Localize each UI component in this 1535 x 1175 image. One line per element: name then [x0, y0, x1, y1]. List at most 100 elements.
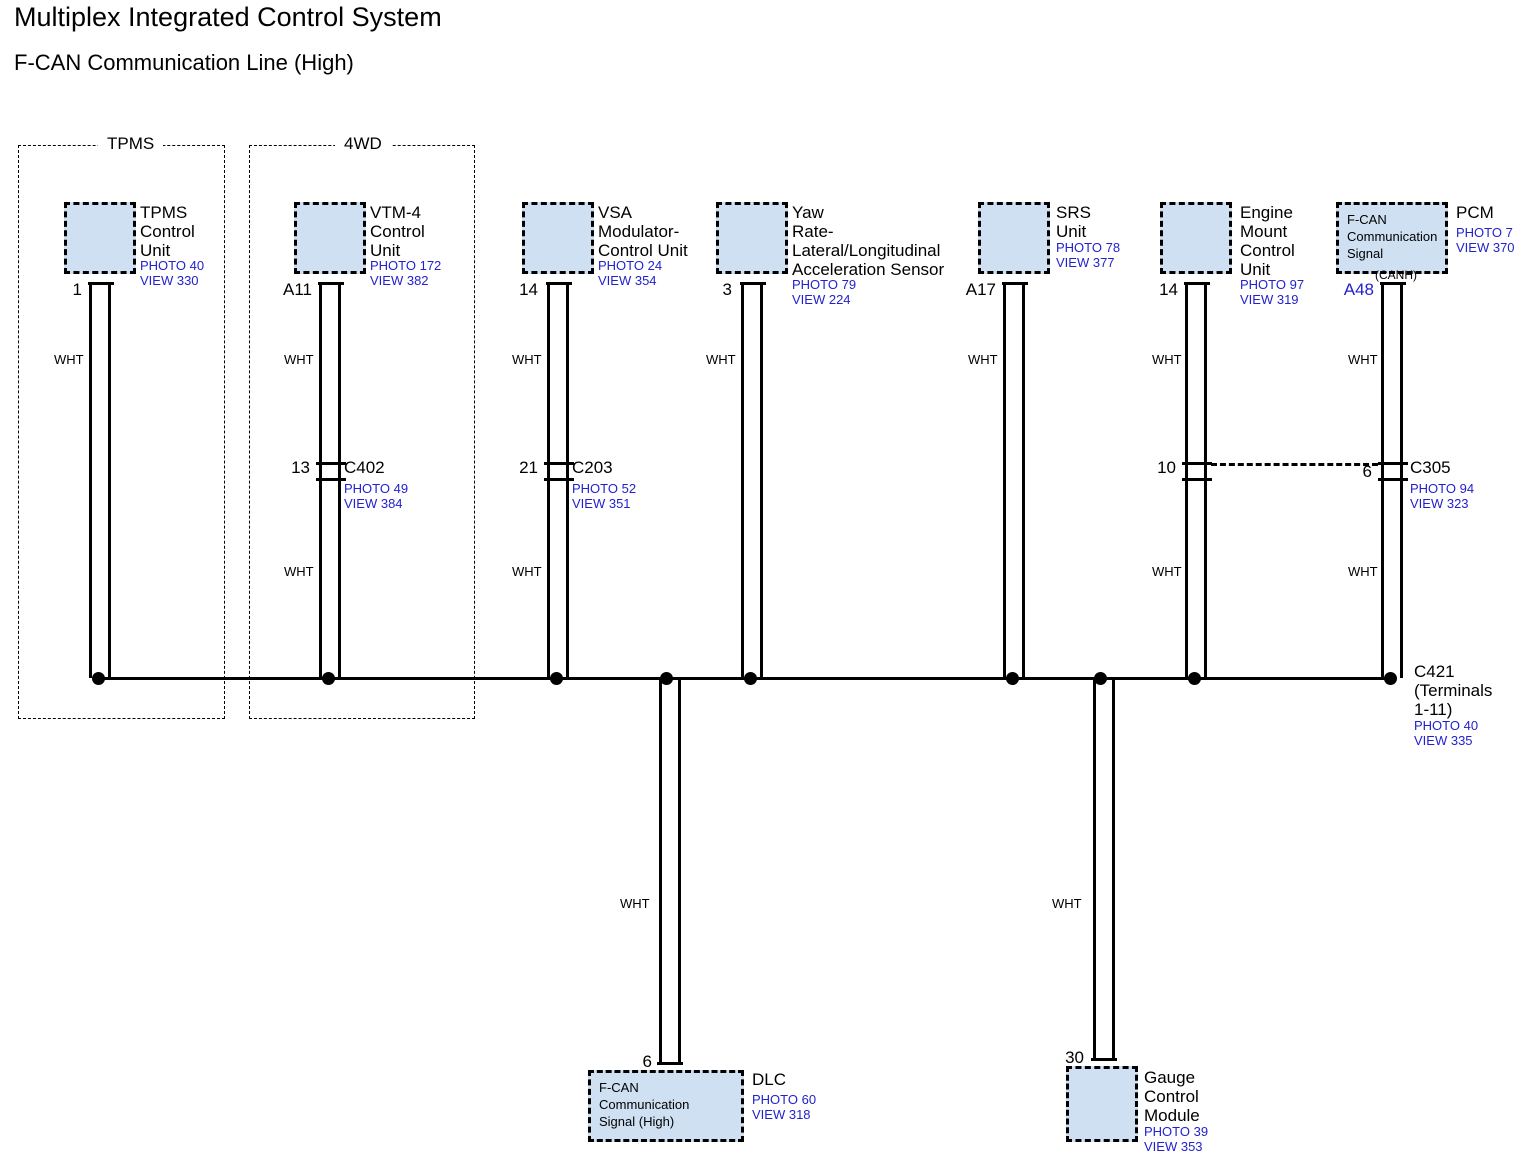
- unit-box-tpms-control-unit[interactable]: [64, 202, 136, 274]
- unit-label-line: TPMS: [140, 203, 188, 222]
- unit-box-gauge-control-module[interactable]: [1066, 1066, 1138, 1142]
- bus-name: C421: [1414, 662, 1455, 681]
- view-ref: VIEW 384: [344, 496, 403, 511]
- reference-connector-c305[interactable]: PHOTO 94 VIEW 323: [1410, 481, 1474, 511]
- wire-color-vtm4-lower: WHT: [284, 564, 314, 579]
- connector-c203-cap-bottom: [544, 478, 574, 481]
- pcm-canh-label: (CANH): [1375, 268, 1417, 282]
- unit-label-line: Unit: [1240, 260, 1271, 279]
- unit-label-yaw-rate-sensor: Yaw Rate- Lateral/Longitudinal Accelerat…: [792, 203, 944, 279]
- photo-ref: PHOTO 78: [1056, 240, 1121, 255]
- photo-ref: PHOTO 97: [1240, 277, 1305, 292]
- wire-tpms-left: [89, 282, 92, 678]
- unit-label-line: Unit: [370, 241, 401, 260]
- wire-cap-gauge: [1091, 1058, 1117, 1061]
- unit-label-gauge-control-module: Gauge Control Module: [1144, 1068, 1200, 1125]
- wire-gauge-left: [1093, 677, 1096, 1060]
- terminal-srs: A17: [965, 280, 996, 299]
- unit-box-dlc[interactable]: F-CAN Communication Signal (High): [588, 1070, 744, 1142]
- bus-junction-dot-pcm: [1384, 672, 1397, 685]
- unit-box-engine-mount-control-unit[interactable]: [1160, 202, 1232, 274]
- unit-box-vsa-modulator-control-unit[interactable]: [522, 202, 594, 274]
- reference-vtm4-control-unit[interactable]: PHOTO 172 VIEW 382: [370, 258, 441, 288]
- reference-engine-mount-control-unit[interactable]: PHOTO 97 VIEW 319: [1240, 277, 1304, 307]
- unit-label-line: SRS: [1056, 203, 1091, 222]
- unit-label-line: Control: [1144, 1087, 1199, 1106]
- view-ref: VIEW 354: [598, 273, 657, 288]
- photo-ref: PHOTO 7: [1456, 225, 1513, 240]
- page-title: Multiplex Integrated Control System: [14, 2, 442, 32]
- photo-ref: PHOTO 40: [1414, 718, 1479, 733]
- unit-label-line: Control: [1240, 241, 1295, 260]
- view-ref: VIEW 353: [1144, 1139, 1203, 1154]
- unit-label-line: Rate-: [792, 222, 834, 241]
- reference-yaw-rate-sensor[interactable]: PHOTO 79 VIEW 224: [792, 277, 856, 307]
- bus-junction-dot-dlc: [660, 672, 673, 685]
- unit-label-engine-mount-control-unit: Engine Mount Control Unit: [1240, 203, 1295, 279]
- reference-dlc[interactable]: PHOTO 60 VIEW 318: [752, 1092, 816, 1122]
- reference-connector-c402[interactable]: PHOTO 49 VIEW 384: [344, 481, 408, 511]
- reference-pcm[interactable]: PHOTO 7 VIEW 370: [1456, 225, 1515, 255]
- bus-junction-dot-vtm4: [322, 672, 335, 685]
- photo-ref: PHOTO 94: [1410, 481, 1475, 496]
- bus-junction-dot-srs: [1006, 672, 1019, 685]
- bus-junction-dot-vsa: [550, 672, 563, 685]
- unit-label-line: Control: [140, 222, 195, 241]
- unit-label-pcm: PCM: [1456, 203, 1494, 222]
- photo-ref: PHOTO 60: [752, 1092, 817, 1107]
- reference-vsa-modulator-control-unit[interactable]: PHOTO 24 VIEW 354: [598, 258, 662, 288]
- terminal-vtm4: A11: [283, 280, 312, 299]
- connector-c305-name: C305: [1410, 458, 1451, 477]
- reference-bus-c421[interactable]: PHOTO 40 VIEW 335: [1414, 718, 1478, 748]
- reference-gauge-control-module[interactable]: PHOTO 39 VIEW 353: [1144, 1124, 1208, 1154]
- unit-label-line: Control Unit: [598, 241, 688, 260]
- dlc-inner-line: Communication: [599, 1097, 690, 1112]
- wire-yaw-left: [741, 282, 744, 678]
- connector-c305-cap-bottom: [1378, 478, 1408, 481]
- unit-label-line: PCM: [1456, 203, 1494, 222]
- view-ref: VIEW 323: [1410, 496, 1469, 511]
- reference-tpms-control-unit[interactable]: PHOTO 40 VIEW 330: [140, 258, 204, 288]
- view-ref: VIEW 319: [1240, 292, 1299, 307]
- wire-cap-pcm: [1380, 282, 1406, 285]
- terminal-gauge: 30: [1065, 1048, 1084, 1067]
- view-ref: VIEW 335: [1414, 733, 1473, 748]
- reference-srs-unit[interactable]: PHOTO 78 VIEW 377: [1056, 240, 1120, 270]
- bus-label-c421: C421 (Terminals 1-11): [1414, 662, 1492, 719]
- wire-color-engine-mount-lower: WHT: [1152, 564, 1182, 579]
- view-ref: VIEW 330: [140, 273, 199, 288]
- unit-box-vtm4-control-unit[interactable]: [294, 202, 366, 274]
- unit-label-line: Lateral/Longitudinal: [792, 241, 941, 260]
- bus-junction-dot-engine-mount: [1188, 672, 1201, 685]
- unit-label-line: Yaw: [792, 203, 824, 222]
- reference-connector-c203[interactable]: PHOTO 52 VIEW 351: [572, 481, 636, 511]
- dlc-inner-line: F-CAN: [599, 1080, 639, 1095]
- wire-cap-tpms: [88, 282, 114, 285]
- enclosure-tpms-label: TPMS: [98, 134, 164, 154]
- connector-c305-left-cap-top: [1182, 462, 1212, 465]
- photo-ref: PHOTO 49: [344, 481, 409, 496]
- unit-box-pcm[interactable]: F-CAN Communication Signal (CANH): [1336, 202, 1448, 282]
- unit-box-yaw-rate-sensor[interactable]: [716, 202, 788, 274]
- wire-color-tpms: WHT: [54, 352, 84, 367]
- unit-label-line: Modulator-: [598, 222, 680, 241]
- bus-junction-dot-tpms: [92, 672, 105, 685]
- unit-box-srs-unit[interactable]: [978, 202, 1050, 274]
- bus-junction-dot-yaw: [744, 672, 757, 685]
- enclosure-4wd-label: 4WD: [335, 134, 391, 154]
- view-ref: VIEW 377: [1056, 255, 1115, 270]
- unit-label-tpms-control-unit: TPMS Control Unit: [140, 203, 195, 260]
- unit-label-vsa-modulator-control-unit: VSA Modulator- Control Unit: [598, 203, 688, 260]
- wire-color-srs: WHT: [968, 352, 998, 367]
- unit-label-line: Mount: [1240, 222, 1288, 241]
- view-ref: VIEW 382: [370, 273, 429, 288]
- view-ref: VIEW 224: [792, 292, 851, 307]
- wire-color-pcm-upper: WHT: [1348, 352, 1378, 367]
- terminal-vsa: 14: [519, 280, 538, 299]
- connector-c402-cap-top: [316, 462, 346, 465]
- terminal-yaw: 3: [722, 280, 732, 299]
- wire-cap-vtm4: [318, 282, 344, 285]
- bus-detail-line: (Terminals: [1414, 681, 1493, 700]
- wire-color-gauge: WHT: [1052, 896, 1082, 911]
